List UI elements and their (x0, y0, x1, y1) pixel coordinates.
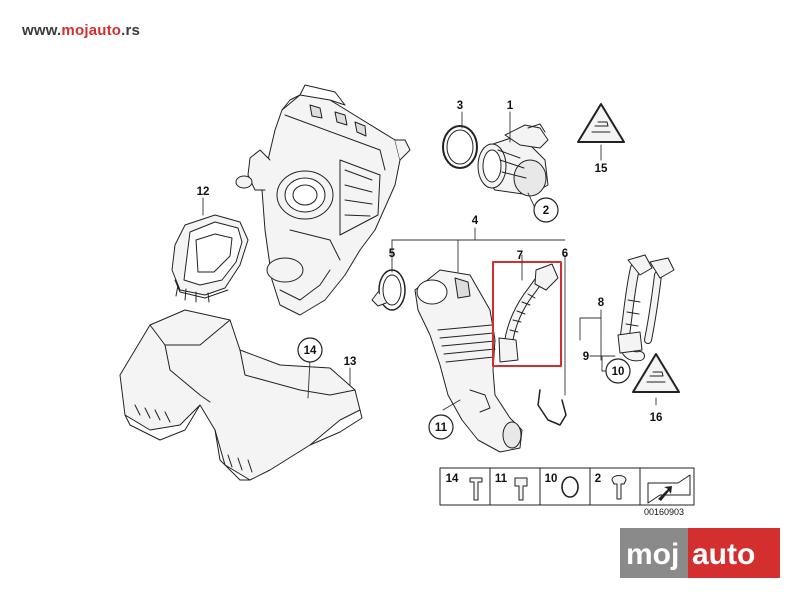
air-filter-housing (235, 84, 411, 316)
callout-16: 16 (650, 412, 663, 424)
ring-10-icon (561, 476, 579, 498)
wire-clip-part-6 (537, 389, 567, 426)
seal-ring-part-3 (442, 125, 478, 169)
intake-hose-part-11 (414, 269, 523, 453)
screw-2-icon (611, 475, 627, 500)
site-url[interactable]: www.mojauto.rs (22, 22, 140, 39)
bent-hose-part-8 (617, 254, 675, 362)
callout-13: 13 (344, 356, 357, 368)
diagram-code: 00160903 (644, 507, 684, 517)
legend-label-14: 14 (446, 473, 459, 485)
callout-2: 2 (543, 205, 549, 217)
warning-triangle-16 (632, 353, 680, 393)
hose-clamp-part-5 (371, 269, 406, 311)
callout-3: 3 (457, 100, 463, 112)
callout-5: 5 (389, 248, 396, 260)
callout-15: 15 (595, 163, 608, 175)
legend-label-10: 10 (545, 473, 558, 485)
intake-duct-part-12 (171, 214, 249, 303)
callout-circles (297, 197, 631, 440)
callout-6: 6 (562, 248, 568, 260)
legend-label-11: 11 (495, 473, 508, 485)
bolt-11-icon (514, 477, 528, 501)
callout-4: 4 (472, 215, 479, 227)
url-prefix: www. (22, 22, 62, 39)
highlight-box (492, 261, 562, 367)
logo-text-auto: auto (692, 538, 755, 571)
callout-8: 8 (598, 297, 605, 309)
cover-part-13 (119, 309, 363, 481)
small-hose-part-7 (498, 263, 559, 363)
callout-1: 1 (507, 100, 514, 112)
url-brand: mojauto (61, 22, 122, 39)
callout-9: 9 (583, 351, 589, 363)
screw-14-icon (469, 477, 483, 501)
air-mass-meter-part-1 (477, 123, 549, 197)
callout-12: 12 (197, 186, 210, 198)
legend-label-2: 2 (595, 473, 601, 485)
callout-7: 7 (517, 250, 523, 262)
leader-lines (202, 111, 657, 411)
warning-triangle-15 (577, 103, 625, 143)
callout-11: 11 (435, 422, 448, 434)
mojauto-logo (620, 528, 780, 578)
callout-10: 10 (612, 366, 625, 378)
logo-text-moj: moj (626, 538, 679, 571)
fastener-legend (439, 467, 695, 506)
url-suffix: .rs (121, 22, 141, 39)
callout-14: 14 (304, 345, 317, 357)
